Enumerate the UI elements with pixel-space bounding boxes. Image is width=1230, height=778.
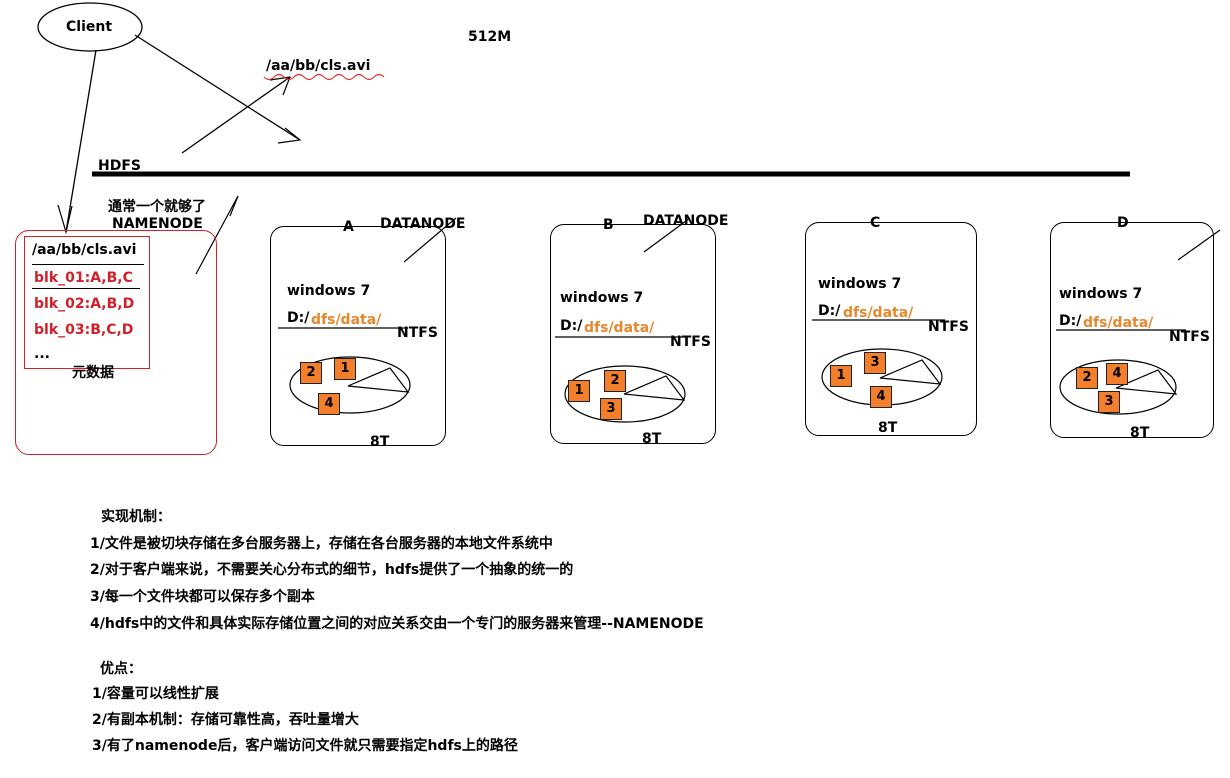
server-b-capacity: 8T: [642, 431, 662, 447]
server-a-name: A: [343, 219, 354, 235]
server-b-fs: NTFS: [670, 334, 711, 350]
red-squiggle: [263, 73, 385, 81]
namenode-label: NAMENODE: [112, 216, 203, 232]
metadata-block-3: blk_03:B,C,D: [34, 322, 134, 338]
server-c-name: C: [870, 215, 881, 231]
metadata-box: [24, 236, 150, 369]
hdfs-label: HDFS: [98, 158, 141, 174]
server-d-box: [1050, 222, 1214, 438]
client-ellipse: [37, 2, 143, 52]
server-c-fs: NTFS: [928, 319, 969, 335]
server-a-capacity: 8T: [370, 434, 390, 450]
advantages-item: 1/容量可以线性扩展: [92, 686, 219, 702]
server-a-box: [270, 226, 446, 446]
server-d-name: D: [1117, 215, 1129, 231]
advantages-title: 优点：: [100, 661, 142, 677]
server-d-drive: D:/: [1059, 313, 1082, 329]
server-d-fs: NTFS: [1169, 329, 1210, 345]
server-c-block: 4: [870, 386, 892, 408]
server-d-path: dfs/data/: [1083, 315, 1154, 331]
size-label: 512M: [468, 29, 512, 45]
metadata-ellipsis: ...: [34, 346, 50, 362]
server-c-path: dfs/data/: [843, 305, 914, 321]
metadata-block-1: blk_01:A,B,C: [34, 270, 133, 286]
namenode-note: 通常一个就够了: [108, 199, 206, 215]
server-a-drive: D:/: [287, 310, 310, 326]
server-c-block: 1: [830, 365, 852, 387]
client-to-namenode-line: [65, 49, 97, 233]
advantages-item: 3/有了namenode后，客户端访问文件就只需要指定hdfs上的路径: [92, 738, 518, 754]
file-path-label: /aa/bb/cls.avi: [266, 58, 371, 74]
server-c-block: 3: [864, 352, 886, 374]
mechanism-title: 实现机制：: [101, 509, 171, 525]
path-arrow: [181, 76, 291, 154]
server-b-block: 2: [604, 370, 626, 392]
server-b-block: 3: [600, 398, 622, 420]
metadata-block-2: blk_02:A,B,D: [34, 296, 135, 312]
server-d-os: windows 7: [1059, 286, 1143, 302]
server-d-block: 4: [1106, 363, 1128, 385]
server-c-capacity: 8T: [878, 420, 898, 436]
client-to-datanode-line: [134, 34, 301, 141]
server-b-path: dfs/data/: [584, 320, 655, 336]
server-d-block: 3: [1098, 391, 1120, 413]
server-a-os: windows 7: [287, 283, 371, 299]
server-b-block: 1: [568, 380, 590, 402]
server-a-path: dfs/data/: [311, 312, 382, 328]
mechanism-item: 4/hdfs中的文件和具体实际存储位置之间的对应关系交由一个专门的服务器来管理-…: [90, 616, 704, 632]
server-a-block: 4: [318, 393, 340, 415]
server-c-os: windows 7: [818, 276, 902, 292]
server-b-drive: D:/: [560, 318, 583, 334]
namenode-server-box: [15, 230, 217, 455]
namenode-arrow: [195, 195, 239, 275]
server-c-box: [805, 222, 977, 436]
server-d-capacity: 8T: [1130, 425, 1150, 441]
mechanism-item: 2/对于客户端来说，不需要关心分布式的细节，hdfs提供了一个抽象的统一的: [90, 562, 574, 578]
server-a-fs: NTFS: [397, 325, 438, 341]
metadata-path: /aa/bb/cls.avi: [32, 242, 137, 258]
server-c-drive: D:/: [818, 303, 841, 319]
client-label: Client: [66, 19, 113, 35]
server-b-box: [550, 224, 716, 444]
server-a-block: 1: [334, 358, 356, 380]
metadata-caption: 元数据: [72, 365, 114, 381]
server-d-block: 2: [1076, 367, 1098, 389]
mechanism-item: 3/每一个文件块都可以保存多个副本: [90, 589, 315, 605]
server-b-os: windows 7: [560, 290, 644, 306]
server-b-name: B: [603, 217, 614, 233]
datanode-label-a: DATANODE: [380, 216, 466, 232]
advantages-item: 2/有副本机制：存储可靠性高，吞吐量增大: [92, 712, 359, 728]
mechanism-item: 1/文件是被切块存储在多台服务器上，存储在各台服务器的本地文件系统中: [90, 536, 553, 552]
metadata-divider: [32, 264, 144, 265]
server-a-block: 2: [300, 362, 322, 384]
